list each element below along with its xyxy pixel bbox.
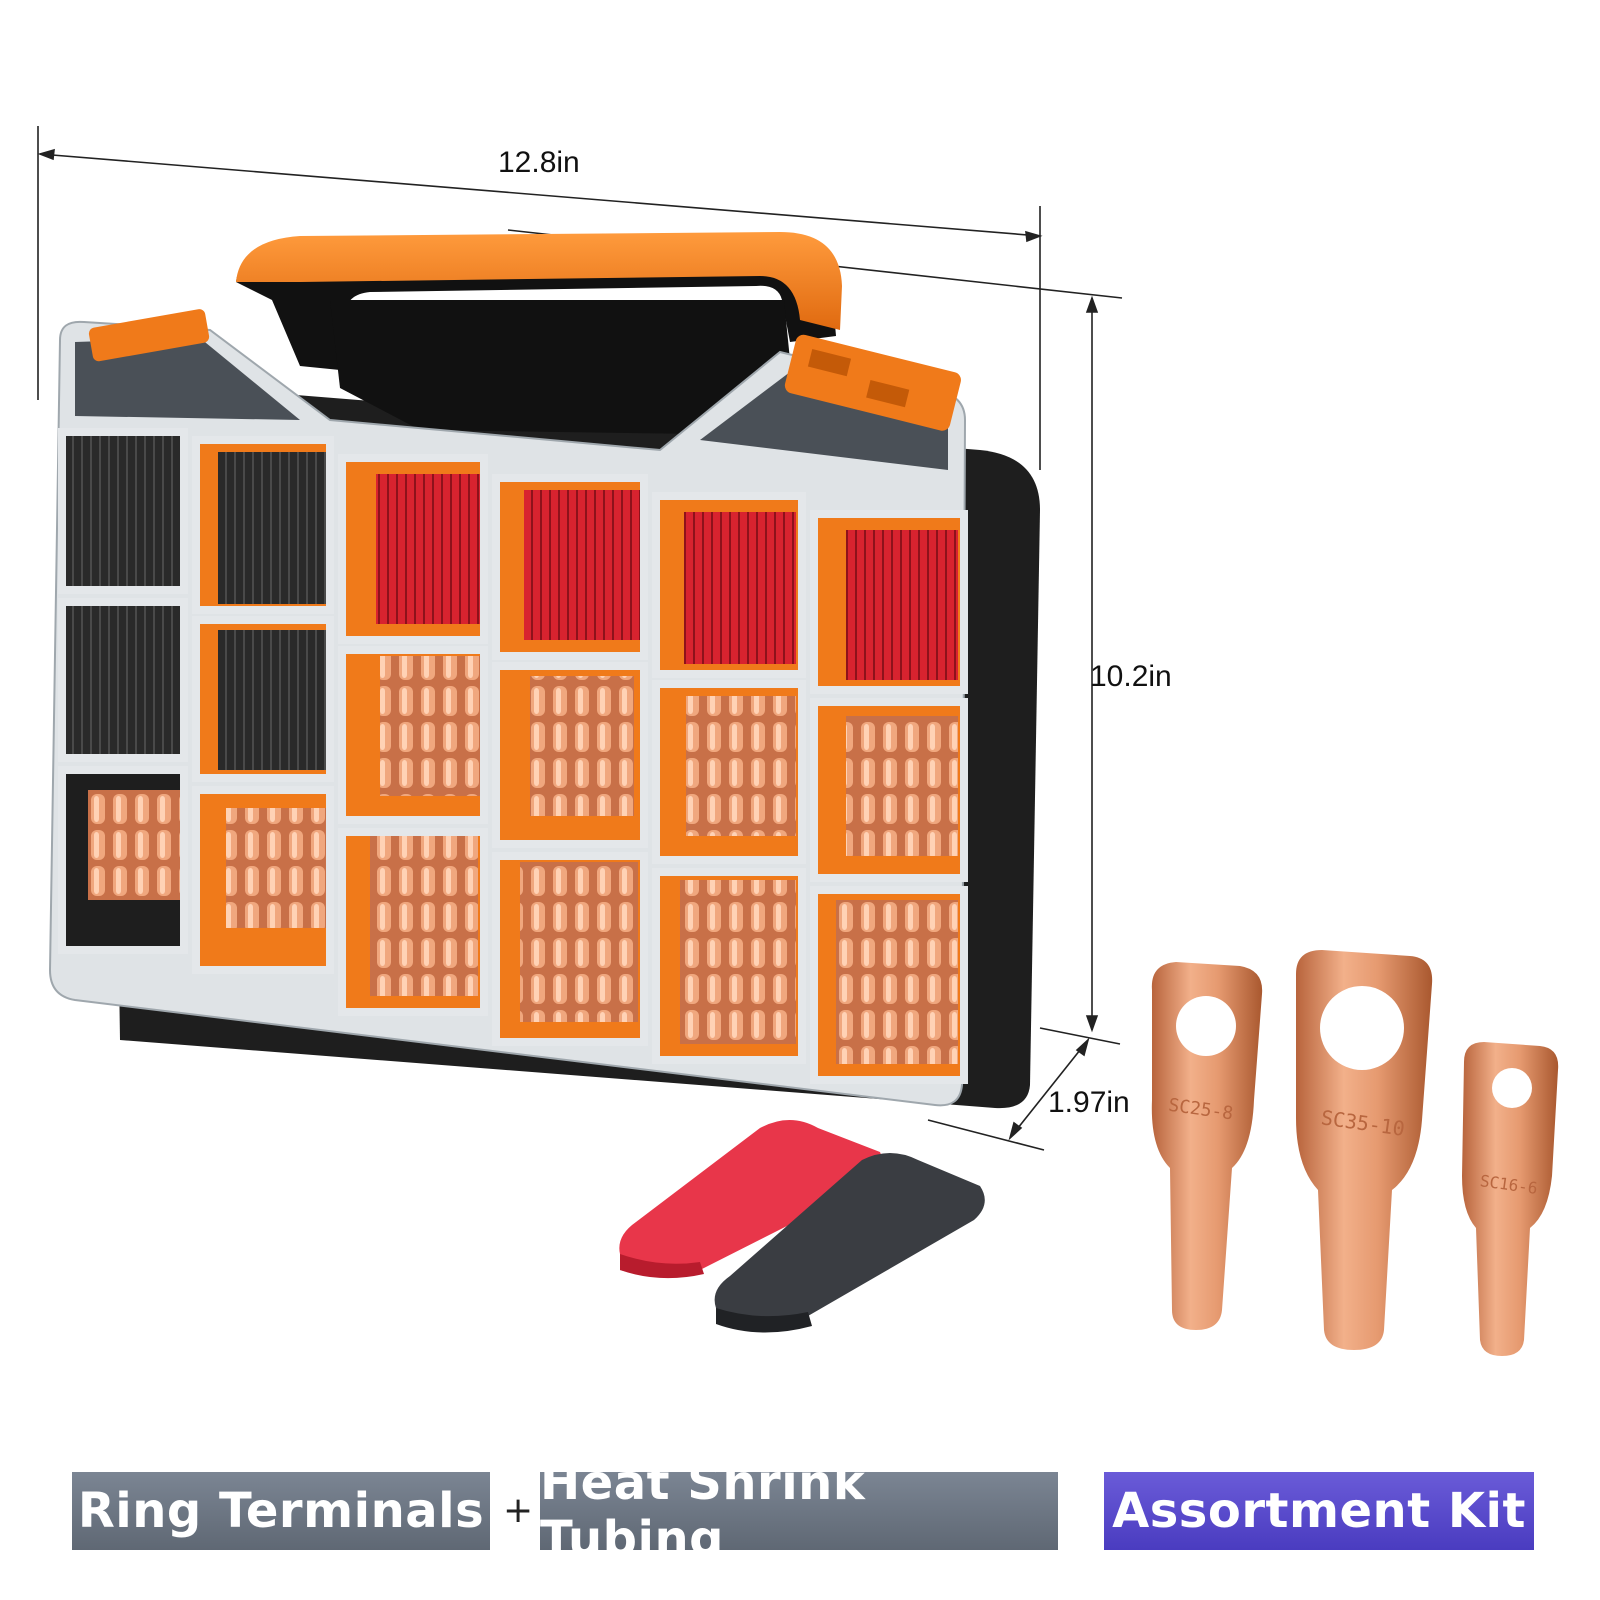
latches xyxy=(88,309,961,431)
compartments xyxy=(58,428,968,1084)
carry-handle xyxy=(236,232,842,434)
assortment-kit-badge: Assortment Kit xyxy=(1104,1472,1534,1550)
heat-shrink-tubing-badge: Heat Shrink Tubing xyxy=(540,1455,1058,1567)
plus-sign: + xyxy=(503,1490,534,1531)
ring-lug-large: SC35-10 xyxy=(1296,950,1433,1350)
height-dimension-label: 10.2in xyxy=(1090,660,1172,693)
heat-shrink-sample xyxy=(619,1120,985,1333)
depth-dimension-label: 1.97in xyxy=(1048,1086,1130,1119)
width-dimension-label: 12.8in xyxy=(498,146,580,179)
ring-lug-tiny: SC16-6 xyxy=(1462,1042,1559,1356)
ring-lug-small: SC25-8 xyxy=(1151,962,1263,1330)
ring-terminals-badge: Ring Terminals xyxy=(72,1472,490,1550)
